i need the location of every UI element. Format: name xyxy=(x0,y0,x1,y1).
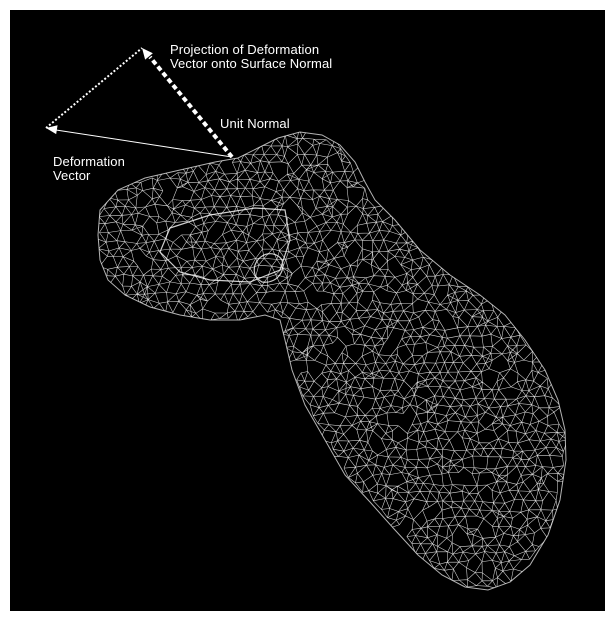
unit-normal-arrowhead xyxy=(142,48,153,60)
mesh-cavity xyxy=(160,208,290,282)
deformation-vector-line xyxy=(56,130,232,157)
deformation-label-line1: Deformation xyxy=(53,155,125,169)
figure-panel: Projection of Deformation Vector onto Su… xyxy=(10,10,605,611)
unit-normal-label-text: Unit Normal xyxy=(220,117,290,131)
deformation-vector-label: Deformation Vector xyxy=(53,155,125,183)
figure-canvas xyxy=(10,10,605,611)
projection-label: Projection of Deformation Vector onto Su… xyxy=(170,43,332,71)
projection-label-line2: Vector onto Surface Normal xyxy=(170,57,332,71)
projection-connector-line xyxy=(46,48,142,128)
mesh-edges xyxy=(93,128,569,589)
projection-label-line1: Projection of Deformation xyxy=(170,43,332,57)
unit-normal-line xyxy=(150,57,232,157)
deformation-vector-arrowhead xyxy=(46,125,58,134)
deformation-label-line2: Vector xyxy=(53,169,125,183)
unit-normal-label: Unit Normal xyxy=(220,117,290,131)
wireframe-mesh xyxy=(93,128,569,590)
